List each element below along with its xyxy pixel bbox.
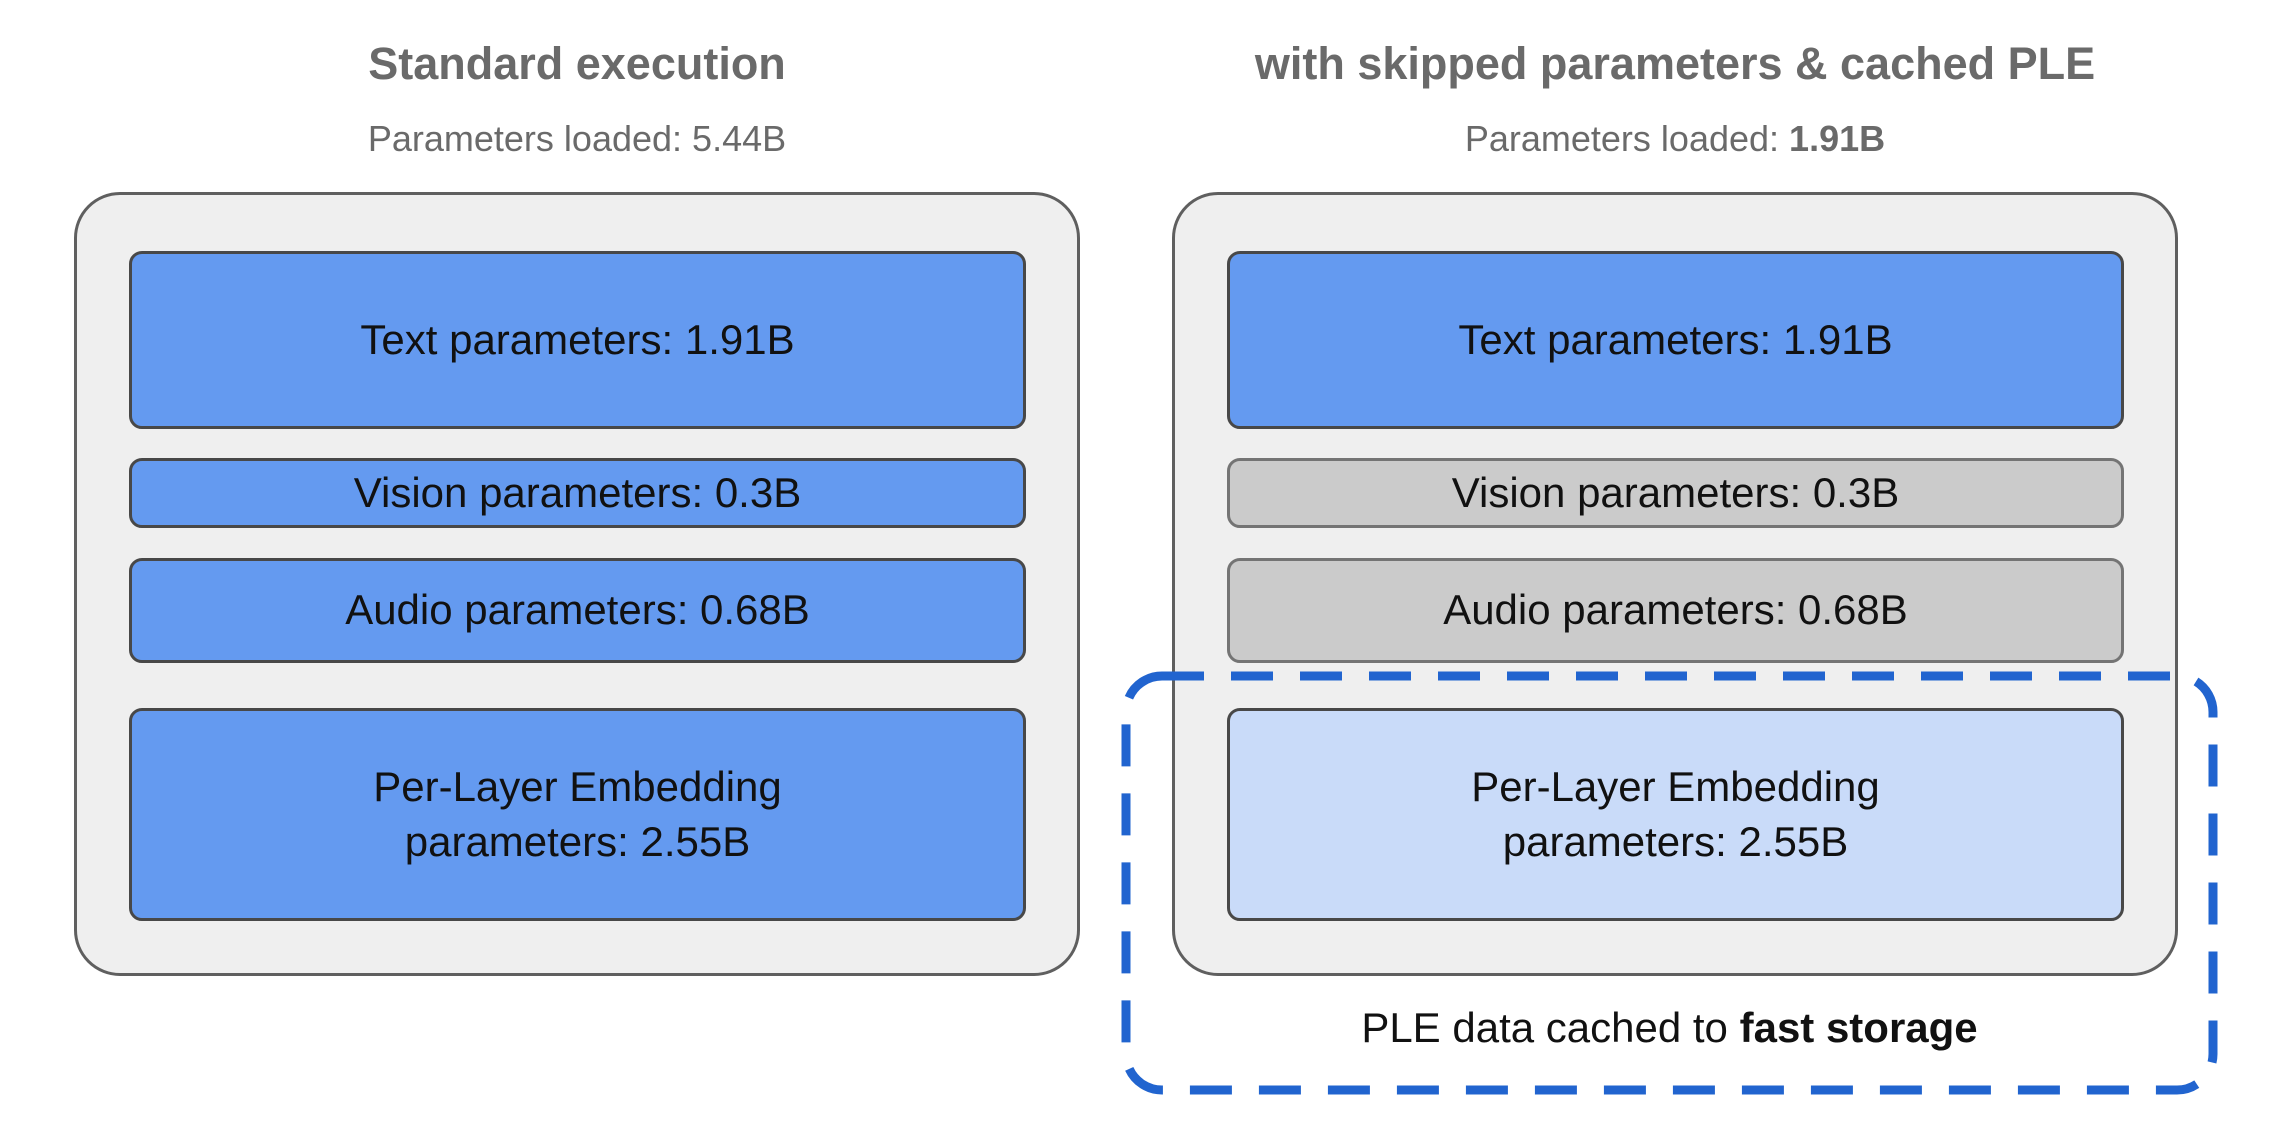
right-subtitle-prefix: Parameters loaded: (1464, 118, 1790, 159)
ple-cache-caption-prefix: PLE data cached to (1361, 1004, 1740, 1051)
text-params-box: Text parameters: 1.91B (1227, 251, 2124, 429)
vision-params-box: Vision parameters: 0.3B (129, 458, 1026, 528)
right-panel-title: with skipped parameters & cached PLE (1254, 38, 2096, 89)
right-subtitle-value: 1.91B (1789, 118, 1886, 159)
audio-params-label: Audio parameters: 0.68B (1443, 586, 1908, 634)
ple-params-label-line2: parameters: 2.55B (1502, 817, 1849, 865)
right-panel-subtitle: Parameters loaded: 1.91B (1172, 118, 2178, 160)
skipped-params-container: Text parameters: 1.91B Vision parameters… (1172, 192, 2178, 976)
ple-params-label-line1: Per-Layer Embedding (373, 762, 782, 810)
left-subtitle-prefix: Parameters loaded: (367, 118, 693, 159)
ple-params-label-line1: Per-Layer Embedding (1471, 762, 1880, 810)
audio-params-box-skipped: Audio parameters: 0.68B (1227, 558, 2124, 663)
ple-cache-caption-bold: fast storage (1739, 1004, 1978, 1051)
ple-cache-caption: PLE data cached to fast storage (1126, 1004, 2213, 1052)
vision-params-box-skipped: Vision parameters: 0.3B (1227, 458, 2124, 528)
ple-params-box-cached: Per-Layer Embedding parameters: 2.55B (1227, 708, 2124, 921)
audio-params-label: Audio parameters: 0.68B (345, 586, 810, 634)
left-panel-title: Standard execution (368, 38, 786, 89)
standard-execution-container: Text parameters: 1.91B Vision parameters… (74, 192, 1080, 976)
audio-params-box: Audio parameters: 0.68B (129, 558, 1026, 663)
text-params-label: Text parameters: 1.91B (1458, 315, 1893, 363)
ple-params-box: Per-Layer Embedding parameters: 2.55B (129, 708, 1026, 921)
left-subtitle-value: 5.44B (692, 118, 787, 159)
ple-cache-dashed-outline (1121, 671, 2218, 1095)
vision-params-label: Vision parameters: 0.3B (1451, 468, 1900, 516)
text-params-label: Text parameters: 1.91B (360, 315, 795, 363)
vision-params-label: Vision parameters: 0.3B (353, 468, 802, 516)
ple-params-label-line2: parameters: 2.55B (404, 817, 751, 865)
text-params-box: Text parameters: 1.91B (129, 251, 1026, 429)
left-panel-subtitle: Parameters loaded: 5.44B (74, 118, 1080, 160)
